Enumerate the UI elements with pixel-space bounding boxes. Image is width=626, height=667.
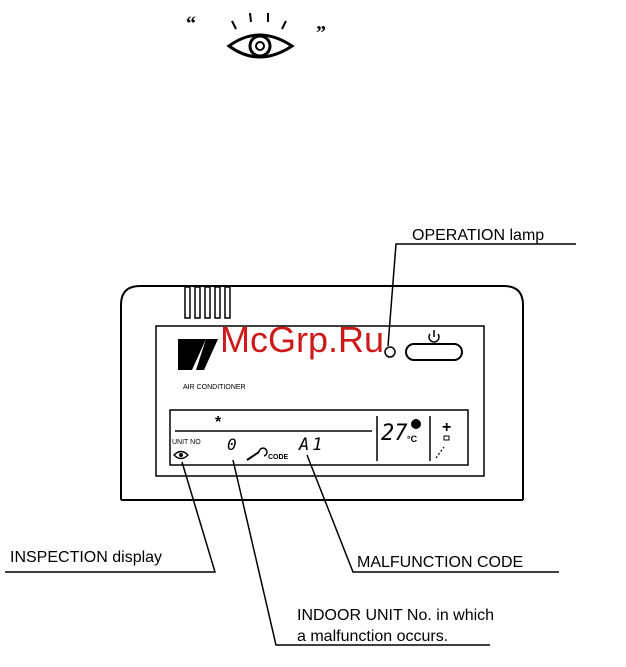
- svg-text:“: “: [186, 13, 196, 35]
- plus-symbol: +: [442, 419, 451, 436]
- setpoint-indicator-icon: [411, 419, 421, 429]
- leader-lines: [5, 244, 576, 645]
- inspection-eye-icon-small: [174, 452, 188, 459]
- fan-symbol: *: [215, 414, 222, 431]
- malfunction-code-value: A1: [298, 435, 325, 455]
- indoor-unit-label-line2: a malfunction occurs.: [297, 628, 448, 645]
- power-icon: [429, 330, 439, 342]
- unit-no-label: UNIT NO: [172, 439, 201, 446]
- operation-lamp: [385, 347, 395, 357]
- vent-slots: [185, 287, 230, 318]
- operation-lamp-label: OPERATION lamp: [412, 227, 544, 244]
- svg-text:”: ”: [316, 22, 326, 44]
- inspection-display-label: INSPECTION display: [10, 549, 162, 566]
- brand-caption: AIR CONDITIONER: [183, 384, 246, 391]
- malfunction-code-label: MALFUNCTION CODE: [357, 554, 523, 571]
- watermark: McGrp.Ru: [220, 319, 384, 360]
- inspection-eye-icon-large: “ ”: [186, 13, 326, 57]
- brand-logo: [178, 339, 218, 370]
- wrench-icon: [247, 448, 267, 460]
- temperature-unit: °C: [407, 434, 418, 444]
- fan-speed-indicator: [444, 436, 449, 440]
- code-label: CODE: [268, 454, 289, 461]
- unit-no-value: 0: [227, 435, 237, 454]
- fan-speed-bar: [436, 447, 444, 458]
- temperature-value: 27: [381, 421, 408, 446]
- on-off-button[interactable]: [406, 330, 462, 360]
- indoor-unit-label-line1: INDOOR UNIT No. in which: [297, 607, 494, 624]
